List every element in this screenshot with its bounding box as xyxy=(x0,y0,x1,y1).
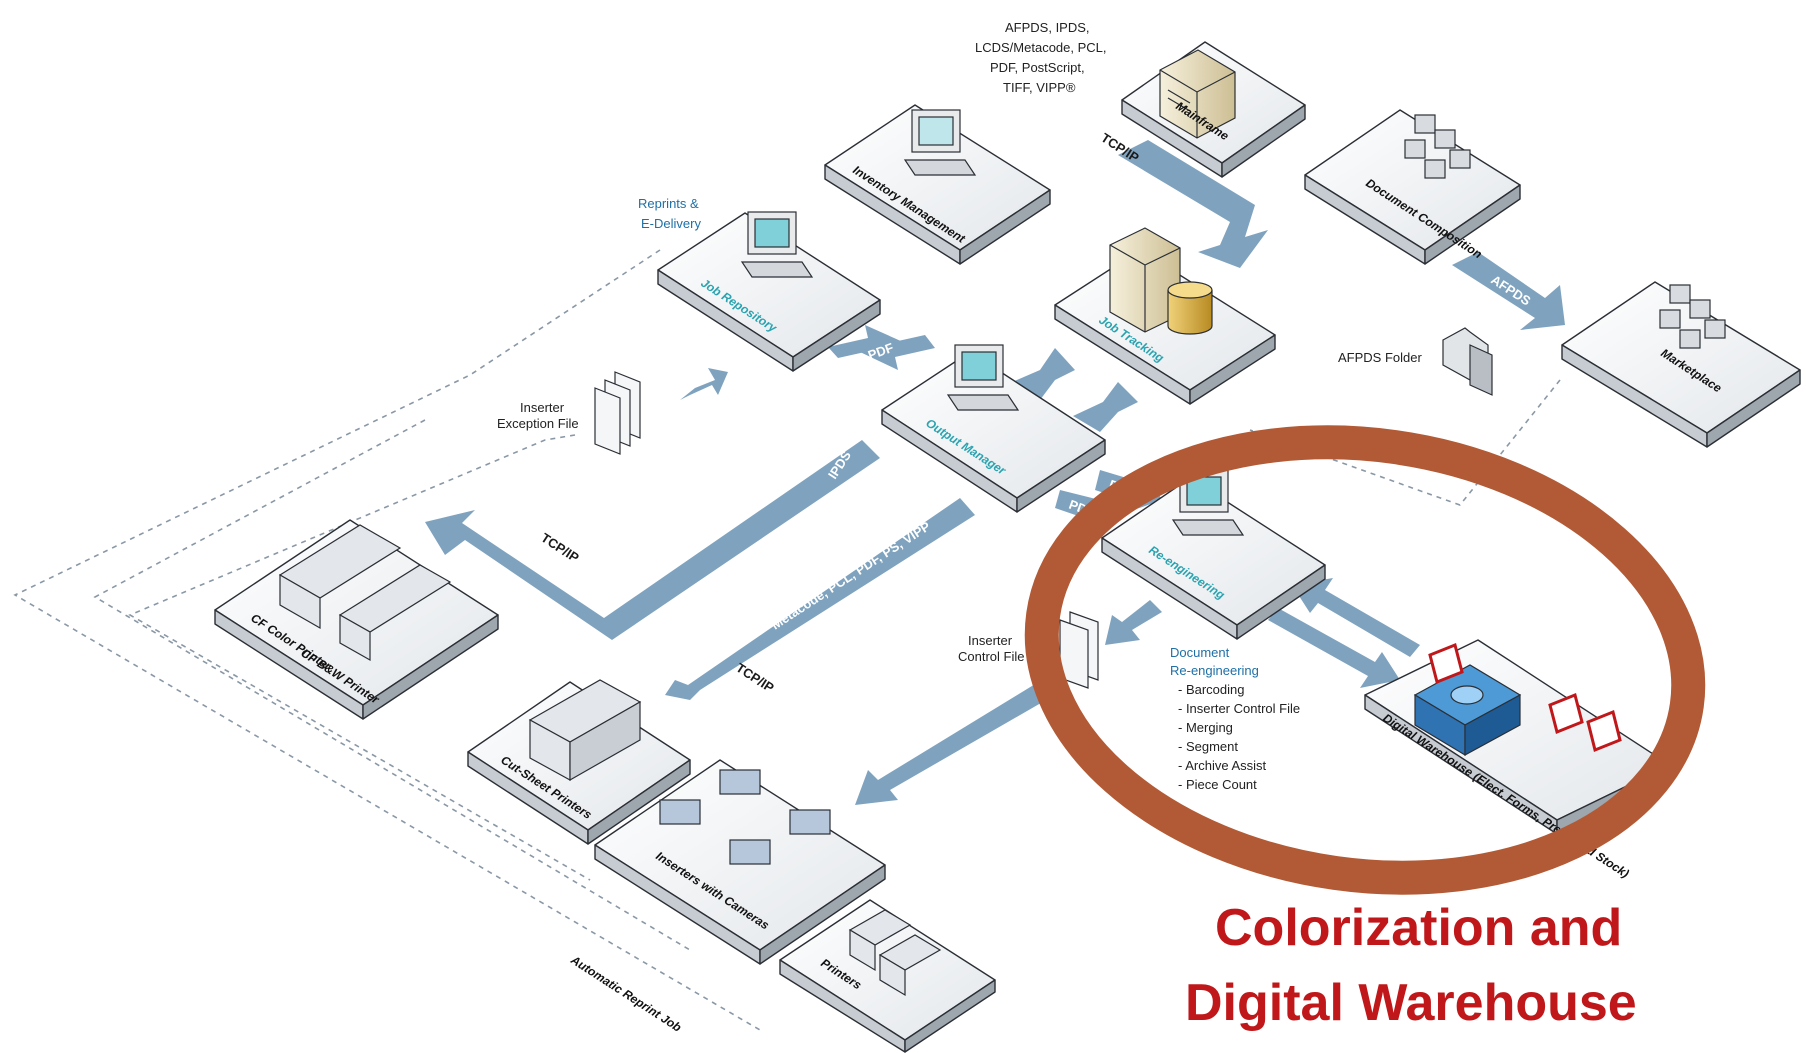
cf-printers-icon xyxy=(278,524,452,662)
inserter-exception-line-2: Exception File xyxy=(497,416,579,431)
formats-line-4: TIFF, VIPP® xyxy=(1003,80,1076,95)
cut-sheet-printers-icon xyxy=(528,679,642,782)
inserters-icon xyxy=(659,769,831,865)
mainframe-server-icon xyxy=(1159,49,1236,139)
inserter-control-line-2: Control File xyxy=(958,649,1024,664)
platform-output-manager xyxy=(881,351,1106,513)
highlight-ellipse xyxy=(1024,425,1706,895)
platform-inventory xyxy=(824,104,1051,265)
formats-line-2: LCDS/Metacode, PCL, xyxy=(975,40,1107,55)
inserter-exception-file-icon xyxy=(594,371,641,455)
tcpip-cut: TCP/IP xyxy=(733,660,777,696)
platform-re-engineering xyxy=(1101,477,1326,640)
afpds-folder-icon xyxy=(1442,327,1493,396)
tcpip-left: TCP/IP xyxy=(538,530,582,566)
arrow-warehouse-reeng xyxy=(1292,578,1420,657)
inserter-control-line-1: Inserter xyxy=(968,633,1013,648)
formats-line-3: PDF, PostScript, xyxy=(990,60,1085,75)
doc-item-5: - Piece Count xyxy=(1178,777,1257,792)
doc-reeng-title-1: Document xyxy=(1170,645,1230,660)
reprint-dashed-paths xyxy=(13,249,1561,1031)
doc-reeng-title-2: Re-engineering xyxy=(1170,663,1259,678)
marketplace-computers-icon xyxy=(1659,284,1726,349)
inserter-exception-line-1: Inserter xyxy=(520,400,565,415)
reprints-line-2: E-Delivery xyxy=(641,216,701,231)
printers-icon xyxy=(848,909,942,997)
devices xyxy=(278,49,1726,997)
arrow-control-inserters xyxy=(855,678,1060,805)
arrow-pdf-to-om xyxy=(828,325,903,358)
doc-item-2: - Merging xyxy=(1178,720,1233,735)
arrow-ipds xyxy=(425,440,880,640)
doc-item-3: - Segment xyxy=(1178,739,1238,754)
platform-doc-composition xyxy=(1304,109,1521,265)
inserter-control-file-icon xyxy=(1059,611,1099,689)
formats-line-1: AFPDS, IPDS, xyxy=(1005,20,1090,35)
highlight-line-1: Colorization and xyxy=(1215,899,1622,957)
label-automatic-reprint-job: Automatic Reprint Job xyxy=(568,952,684,1034)
job-repository-computer-icon xyxy=(740,211,814,278)
reprints-line-1: Reprints & xyxy=(638,196,699,211)
tcpip-main: TCP/IP xyxy=(1098,130,1142,166)
arrow-pdf-to-repo xyxy=(860,335,935,370)
elect-forms-icons xyxy=(1428,642,1622,753)
arrow-label-pdf-2: PDF xyxy=(841,360,871,383)
highlight-line-2: Digital Warehouse xyxy=(1185,974,1637,1032)
doc-item-1: - Inserter Control File xyxy=(1178,701,1300,716)
arrow-metacode xyxy=(665,498,975,700)
arrow-reeng-warehouse xyxy=(1268,608,1400,688)
database-icon xyxy=(1167,281,1213,335)
platform-job-repository xyxy=(657,212,881,372)
platform-marketplace xyxy=(1561,281,1801,448)
arrow-reeng-control xyxy=(1105,600,1162,645)
arrow-afpds xyxy=(1452,252,1565,330)
doc-composition-computers-icon xyxy=(1404,114,1471,179)
flow-arrows xyxy=(425,140,1565,805)
arrow-mainframe-jobtracking xyxy=(1118,140,1268,268)
arrow-jobtracking-om-1 xyxy=(1010,348,1075,400)
arrow-exception-to-repo xyxy=(680,368,728,400)
output-manager-computer-icon xyxy=(946,344,1020,411)
inventory-computer-icon xyxy=(903,109,977,176)
doc-item-0: - Barcoding xyxy=(1178,682,1244,697)
arrow-label-metacode: Metacode, PCL, PDF, PS, VIPP xyxy=(768,518,933,632)
doc-item-4: - Archive Assist xyxy=(1178,758,1267,773)
afpds-folder-label: AFPDS Folder xyxy=(1338,350,1422,365)
arrow-jobtracking-om-2 xyxy=(1073,382,1138,432)
